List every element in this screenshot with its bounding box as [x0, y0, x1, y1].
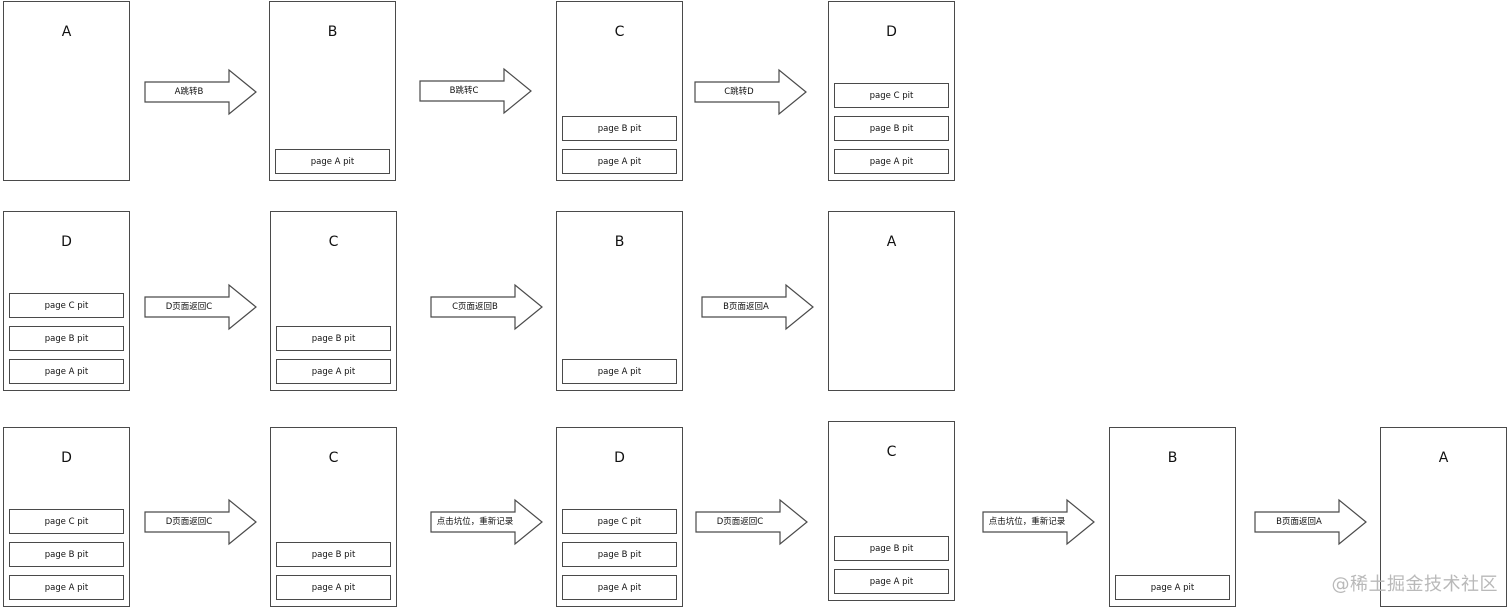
arrow-outline — [144, 498, 257, 546]
pit-slot[interactable]: page A pit — [1115, 575, 1230, 600]
arrow-label: C跳转D — [724, 87, 754, 97]
pit-slot[interactable]: page A pit — [9, 575, 124, 600]
arrow-shape — [695, 498, 808, 546]
arrow-shape — [430, 498, 543, 546]
page-title: C — [886, 444, 897, 460]
transition-arrow: D页面返回C — [695, 498, 808, 546]
pit-slot[interactable]: page C pit — [562, 509, 677, 534]
page-title: D — [61, 234, 72, 250]
watermark: @稀土掘金技术社区 — [1331, 574, 1498, 595]
arrow-label: A跳转B — [174, 87, 204, 97]
arrow-label: 点击坑位，重新记录 — [436, 517, 514, 527]
transition-arrow: 点击坑位，重新记录 — [430, 498, 543, 546]
pit-slot[interactable]: page B pit — [276, 326, 391, 351]
page-title: B — [1167, 450, 1178, 466]
arrow-shape — [144, 283, 257, 331]
pit-slot[interactable]: page B pit — [562, 542, 677, 567]
page-a: A — [1380, 427, 1507, 607]
arrow-outline — [430, 498, 543, 546]
page-title: B — [327, 24, 338, 40]
transition-arrow: D页面返回C — [144, 283, 257, 331]
pit-slot[interactable]: page B pit — [9, 326, 124, 351]
arrow-label: D页面返回C — [716, 517, 764, 527]
arrow-shape — [430, 283, 543, 331]
transition-arrow: A跳转B — [144, 68, 257, 116]
arrow-shape — [694, 68, 807, 116]
page-title: C — [328, 450, 339, 466]
arrow-label: 点击坑位，重新记录 — [988, 517, 1066, 527]
arrow-shape — [701, 283, 814, 331]
arrow-label: B页面返回A — [1276, 517, 1322, 527]
arrow-outline — [419, 67, 532, 115]
arrow-shape — [982, 498, 1095, 546]
pit-slot[interactable]: page A pit — [9, 359, 124, 384]
pit-slot[interactable]: page A pit — [276, 575, 391, 600]
page-title: B — [614, 234, 625, 250]
page-title: C — [328, 234, 339, 250]
transition-arrow: B页面返回A — [701, 283, 814, 331]
pit-slot[interactable]: page A pit — [562, 359, 677, 384]
arrow-label: C页面返回B — [452, 302, 498, 312]
arrow-shape — [144, 68, 257, 116]
transition-arrow: D页面返回C — [144, 498, 257, 546]
arrow-outline — [695, 498, 808, 546]
page-title: A — [1438, 450, 1449, 466]
arrow-outline — [694, 68, 807, 116]
arrow-outline — [144, 68, 257, 116]
arrow-shape — [144, 498, 257, 546]
arrow-outline — [701, 283, 814, 331]
page-title: A — [61, 24, 72, 40]
pit-slot[interactable]: page B pit — [276, 542, 391, 567]
page-a: A — [3, 1, 130, 181]
arrow-shape — [419, 67, 532, 115]
pit-slot[interactable]: page A pit — [276, 359, 391, 384]
page-a: A — [828, 211, 955, 391]
transition-arrow: C跳转D — [694, 68, 807, 116]
arrow-outline — [1254, 498, 1367, 546]
pit-slot[interactable]: page A pit — [562, 149, 677, 174]
pit-slot[interactable]: page A pit — [834, 569, 949, 594]
pit-slot[interactable]: page C pit — [9, 293, 124, 318]
transition-arrow: B页面返回A — [1254, 498, 1367, 546]
page-title: A — [886, 234, 897, 250]
page-title: C — [614, 24, 625, 40]
arrow-outline — [430, 283, 543, 331]
transition-arrow: C页面返回B — [430, 283, 543, 331]
pit-slot[interactable]: page A pit — [834, 149, 949, 174]
arrow-outline — [982, 498, 1095, 546]
page-title: D — [614, 450, 625, 466]
page-title: D — [61, 450, 72, 466]
pit-slot[interactable]: page A pit — [562, 575, 677, 600]
pit-slot[interactable]: page B pit — [562, 116, 677, 141]
pit-slot[interactable]: page C pit — [834, 83, 949, 108]
arrow-shape — [1254, 498, 1367, 546]
page-title: D — [886, 24, 897, 40]
pit-slot[interactable]: page B pit — [834, 536, 949, 561]
arrow-label: D页面返回C — [165, 517, 213, 527]
transition-arrow: B跳转C — [419, 67, 532, 115]
transition-arrow: 点击坑位，重新记录 — [982, 498, 1095, 546]
arrow-label: B页面返回A — [723, 302, 769, 312]
arrow-label: B跳转C — [449, 86, 479, 96]
pit-slot[interactable]: page B pit — [9, 542, 124, 567]
arrow-label: D页面返回C — [165, 302, 213, 312]
pit-slot[interactable]: page B pit — [834, 116, 949, 141]
pit-slot[interactable]: page A pit — [275, 149, 390, 174]
arrow-outline — [144, 283, 257, 331]
pit-slot[interactable]: page C pit — [9, 509, 124, 534]
